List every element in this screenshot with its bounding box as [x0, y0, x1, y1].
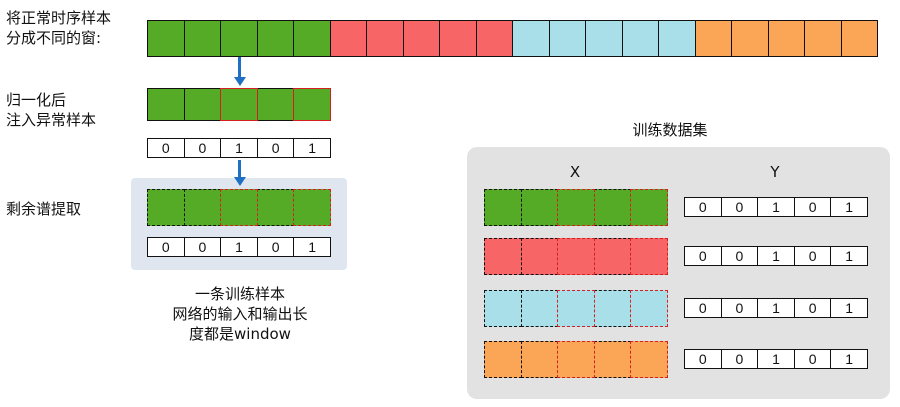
mask-bit: 0: [256, 237, 295, 257]
window-cell: [484, 238, 522, 275]
mask-bit: 0: [720, 246, 759, 266]
mask-bit: 1: [757, 349, 795, 369]
window-cell: [557, 341, 595, 378]
window-cell: [548, 20, 586, 57]
mask-bit: 1: [830, 246, 868, 266]
window-cell: [520, 290, 559, 327]
arrow-shaft: [238, 57, 241, 78]
window-cell: [183, 189, 222, 226]
window-cell: [520, 238, 559, 275]
mask-bit: 1: [220, 138, 258, 158]
mask-bit: 1: [757, 246, 795, 266]
window-cell: [293, 189, 331, 226]
window-cell: [630, 189, 668, 226]
residual-label: 剩余谱提取: [6, 200, 82, 218]
window-cell: [484, 290, 522, 327]
mask-bit: 0: [720, 298, 759, 318]
mask-bit: 0: [720, 197, 759, 217]
normalize-label-line1: 归一化后: [6, 91, 67, 109]
window-cell: [256, 189, 295, 226]
dataset-x-row: [484, 189, 668, 226]
window-cell: [220, 88, 258, 121]
caption-line3: 度都是window: [189, 325, 291, 343]
mask-bit: 1: [293, 138, 331, 158]
window-cell: [557, 189, 595, 226]
column-y-label: Y: [770, 163, 780, 181]
window-cell: [484, 189, 522, 226]
window-cell: [593, 238, 632, 275]
caption-line1: 一条训练样本: [194, 285, 285, 303]
window-cell: [593, 341, 632, 378]
mask-bit: 0: [183, 237, 222, 257]
caption-line2: 网络的输入和输出长: [172, 305, 308, 323]
normalized-window: [147, 88, 331, 121]
window-cell: [557, 290, 595, 327]
window-cell: [293, 88, 331, 121]
dataset-title: 训练数据集: [632, 121, 708, 139]
arrow-shaft: [238, 160, 241, 177]
mask-bit: 0: [684, 349, 722, 369]
window-cell: [475, 20, 513, 57]
window-cell: [731, 20, 769, 57]
window-cell: [147, 189, 185, 226]
time-series-windows: [147, 20, 878, 57]
mask-bit: 0: [793, 197, 832, 217]
column-x-label: X: [569, 163, 581, 181]
mask-bit: 0: [684, 197, 722, 217]
mask-bit: 0: [793, 246, 832, 266]
window-cell: [630, 341, 668, 378]
window-cell: [183, 20, 221, 57]
normalize-label-line2: 注入异常样本: [6, 111, 97, 129]
window-cell: [183, 88, 222, 121]
window-cell: [520, 189, 559, 226]
arrow-down-icon: [233, 177, 246, 186]
mask-bit: 0: [793, 298, 832, 318]
mask-bit: 1: [830, 349, 868, 369]
window-cell: [520, 341, 559, 378]
mask-bit: 1: [830, 197, 868, 217]
mask-bit: 1: [757, 197, 795, 217]
mask-bit: 1: [757, 298, 795, 318]
window-cell: [840, 20, 878, 57]
window-cell: [293, 20, 331, 57]
window-cell: [593, 290, 632, 327]
dataset-x-row: [484, 290, 668, 327]
window-cell: [220, 20, 258, 57]
window-cell: [439, 20, 477, 57]
window-cell: [630, 238, 668, 275]
mask-bit: 0: [183, 138, 222, 158]
mask-bit: 0: [720, 349, 759, 369]
window-cell: [512, 20, 550, 57]
mask-bit: 1: [830, 298, 868, 318]
window-cell: [767, 20, 805, 57]
window-cell: [593, 189, 632, 226]
dataset-x-row: [484, 341, 668, 378]
window-cell: [147, 20, 185, 57]
split-label-line1: 将正常时序样本: [6, 9, 112, 27]
split-label-line2: 分成不同的窗:: [6, 29, 102, 47]
mask-bit: 0: [793, 349, 832, 369]
residual-window: [147, 189, 331, 226]
window-cell: [630, 290, 668, 327]
window-cell: [557, 238, 595, 275]
arrow-down-icon: [233, 77, 246, 86]
window-cell: [220, 189, 258, 226]
mask-bit: 0: [684, 246, 722, 266]
dataset-x-row: [484, 238, 668, 275]
mask-bit: 1: [293, 237, 331, 257]
mask-bit: 0: [684, 298, 722, 318]
window-cell: [484, 341, 522, 378]
